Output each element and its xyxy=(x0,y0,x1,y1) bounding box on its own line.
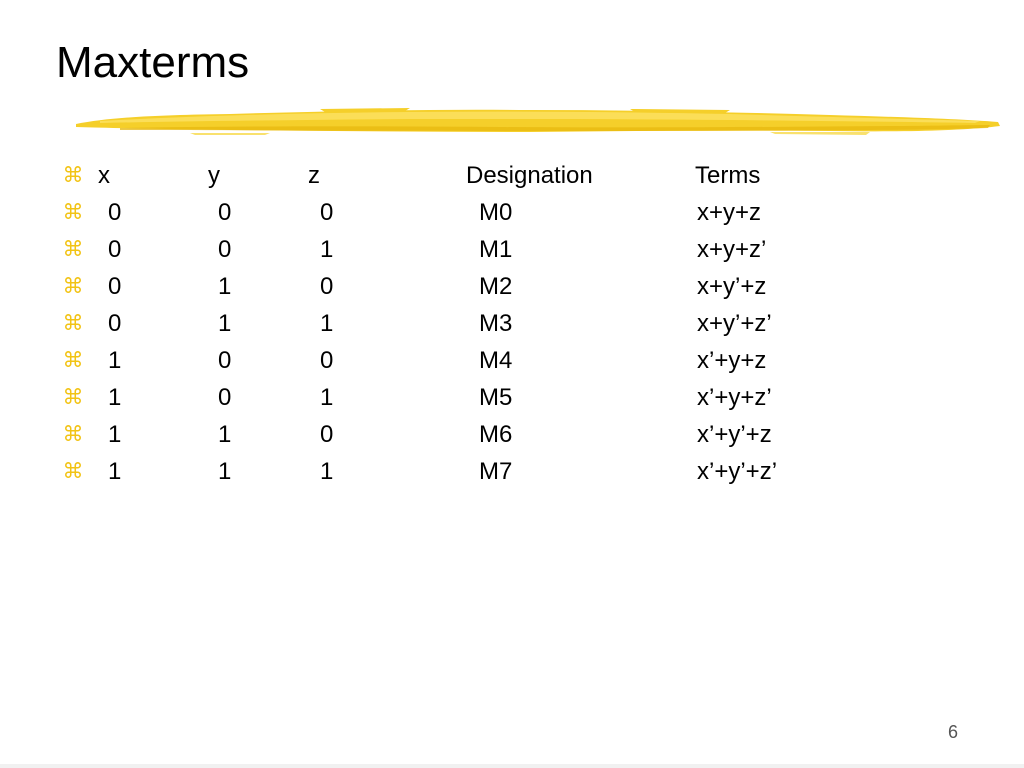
cell-z: 0 xyxy=(320,421,334,448)
cell-z: 0 xyxy=(320,199,334,226)
cell-x: 0 xyxy=(108,310,122,337)
cell-designation: M5 xyxy=(479,384,513,411)
maxterm-table: ⌘ x y z Designation Terms ⌘ 0 0 0 M0 x+y… xyxy=(0,157,1024,490)
command-bullet-icon: ⌘ xyxy=(62,385,84,409)
cell-designation: M2 xyxy=(479,273,513,300)
table-row: ⌘ 1 0 1 M5 x’+y+z’ xyxy=(0,379,1024,416)
table-header-row: ⌘ x y z Designation Terms xyxy=(0,157,1024,194)
cell-term: x’+y’+z xyxy=(697,421,772,448)
cell-x: 0 xyxy=(108,199,122,226)
cell-y: 1 xyxy=(218,458,232,485)
table-row: ⌘ 1 1 0 M6 x’+y’+z xyxy=(0,416,1024,453)
table-row: ⌘ 0 1 0 M2 x+y’+z xyxy=(0,268,1024,305)
cell-x: 0 xyxy=(108,273,122,300)
cell-y: 1 xyxy=(218,310,232,337)
cell-designation: M0 xyxy=(479,199,513,226)
command-bullet-icon: ⌘ xyxy=(62,459,84,483)
cell-y: 1 xyxy=(218,273,232,300)
header-terms: Terms xyxy=(695,162,761,189)
command-bullet-icon: ⌘ xyxy=(62,237,84,261)
cell-y: 0 xyxy=(218,199,232,226)
cell-x: 1 xyxy=(108,347,122,374)
cell-designation: M6 xyxy=(479,421,513,448)
cell-y: 1 xyxy=(218,421,232,448)
command-bullet-icon: ⌘ xyxy=(62,163,84,187)
cell-term: x+y’+z’ xyxy=(697,310,772,337)
highlighter-stroke-decoration xyxy=(76,108,1000,135)
cell-z: 0 xyxy=(320,273,334,300)
bottom-divider xyxy=(0,764,1024,768)
command-bullet-icon: ⌘ xyxy=(62,422,84,446)
slide-title: Maxterms xyxy=(56,38,250,87)
cell-term: x’+y+z’ xyxy=(697,384,772,411)
command-bullet-icon: ⌘ xyxy=(62,274,84,298)
cell-term: x’+y+z xyxy=(697,347,767,374)
cell-x: 0 xyxy=(108,236,122,263)
header-designation: Designation xyxy=(466,162,593,189)
table-row: ⌘ 1 1 1 M7 x’+y’+z’ xyxy=(0,453,1024,490)
cell-z: 1 xyxy=(320,458,334,485)
cell-designation: M1 xyxy=(479,236,513,263)
header-x: x xyxy=(98,162,110,189)
cell-z: 1 xyxy=(320,310,334,337)
command-bullet-icon: ⌘ xyxy=(62,348,84,372)
cell-term: x+y’+z xyxy=(697,273,767,300)
cell-term: x+y+z xyxy=(697,199,762,226)
cell-term: x+y+z’ xyxy=(697,236,767,263)
header-y: y xyxy=(208,162,220,189)
cell-designation: M7 xyxy=(479,458,513,485)
table-row: ⌘ 0 0 0 M0 x+y+z xyxy=(0,194,1024,231)
cell-term: x’+y’+z’ xyxy=(697,458,778,485)
command-bullet-icon: ⌘ xyxy=(62,311,84,335)
cell-z: 0 xyxy=(320,347,334,374)
cell-designation: M3 xyxy=(479,310,513,337)
header-z: z xyxy=(308,162,320,189)
cell-designation: M4 xyxy=(479,347,513,374)
cell-z: 1 xyxy=(320,384,334,411)
cell-y: 0 xyxy=(218,384,232,411)
table-row: ⌘ 1 0 0 M4 x’+y+z xyxy=(0,342,1024,379)
cell-z: 1 xyxy=(320,236,334,263)
page-number: 6 xyxy=(947,722,958,742)
cell-x: 1 xyxy=(108,458,122,485)
table-row: ⌘ 0 1 1 M3 x+y’+z’ xyxy=(0,305,1024,342)
cell-y: 0 xyxy=(218,347,232,374)
table-row: ⌘ 0 0 1 M1 x+y+z’ xyxy=(0,231,1024,268)
cell-x: 1 xyxy=(108,384,122,411)
cell-y: 0 xyxy=(218,236,232,263)
cell-x: 1 xyxy=(108,421,122,448)
command-bullet-icon: ⌘ xyxy=(62,200,84,224)
